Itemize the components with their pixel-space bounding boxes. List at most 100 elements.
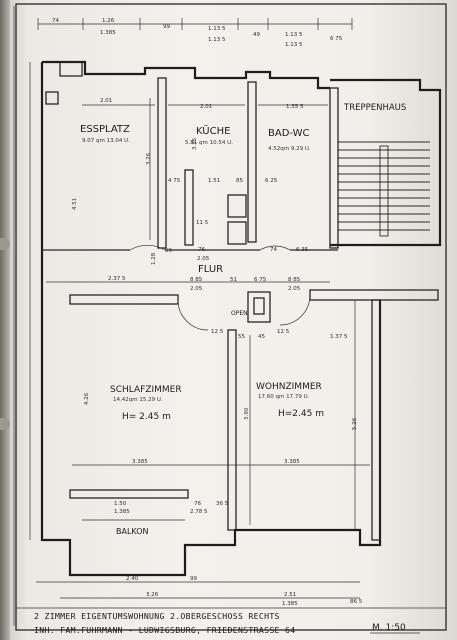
dim-v-335: 3.35 [192,137,198,150]
wall-bedroom-living [227,329,237,531]
dim-top-10: 6 75 [330,36,343,42]
caption-line-2: INH. FAM.FUHRMANN - LUDWIGSBURG, FRIEDEN… [34,625,295,635]
room-wohnzimmer-name: WOHNZIMMER [256,382,322,392]
dim-flur-205a: 2.05 [190,286,203,292]
room-kueche-name: KÜCHE [196,124,230,137]
dim-flur-885a: 8 85 [190,277,203,283]
wall-flur-south-west [69,294,179,305]
room-schlafzimmer-height: H= 2.45 m [122,412,171,422]
dim-bottom-240: 2.40 [126,576,139,582]
room-open-label: OPEN [231,310,248,317]
room-badwc-name: BAD-WC [268,128,309,139]
dim-balk-365: 36 5 [216,501,229,507]
chimney-center [247,291,271,323]
dim-wohn-width: 3.385 [284,459,300,465]
dim-bottom-251: 2.51 [284,592,296,598]
dim-schlaf-width: 3.385 [132,459,148,465]
balcony-railing [69,489,189,499]
sheet-shadow-edge [0,0,10,640]
dim-top-3: 1.385 [100,30,116,36]
dim-open-45: 45 [258,334,265,340]
wall-bath-west [247,81,257,243]
room-essplatz-name: ESSPLATZ [80,124,130,135]
dim-flur-885b: 8 85 [288,277,301,283]
kitchen-niche-lower [227,221,247,245]
stairwell-walls [330,78,442,247]
dim-v-390: 3.90 [244,407,250,420]
outer-wall-north [42,60,330,90]
dim-door-635: 6 35 [296,247,309,253]
dim-v-526: 5.26 [352,417,358,430]
wall-kitchen-west [157,77,167,249]
room-essplatz-area: 9.07 qm 13.04 U. [82,138,130,144]
dim-open-125a: 12 5 [211,329,224,335]
column-nw [45,91,59,105]
dim-top-9: 1.13 5 [285,42,303,48]
binder-ring [0,238,10,250]
wall-flur-south-east [309,289,439,301]
stair-treads [338,141,430,237]
dim-kueche-width: 2.01 [200,104,212,110]
dim-flur-205b: 2.05 [288,286,301,292]
outer-wall-south-west [40,62,382,577]
room-kueche-area: 5.81 qm 10.54 U. [185,140,233,146]
dim-bottom-865: 86 5 [350,599,363,605]
room-balkon-name: BALKON [116,527,149,536]
binder-ring [0,418,10,430]
dim-door-76: 76 [198,247,205,253]
dim-essplatz-width: 2.01 [100,98,112,104]
dim-top-7: 49 [253,32,260,38]
chimney-core [253,297,265,315]
dim-open-1375: 1.37 5 [330,334,348,340]
dim-v-326: 3.26 [146,152,152,165]
dim-bottom-1385: 1.385 [282,601,298,607]
stair-eye [379,145,389,237]
door-swing-essplatz [129,244,166,251]
kitchen-niche [227,194,247,218]
wall-kitchen-inner [184,169,194,246]
dim-top-8: 1.13 5 [285,32,303,38]
dim-top-1: 74 [52,18,59,24]
dim-v-426: 4.26 [84,392,90,405]
room-wohnzimmer-height: H=2.45 m [278,409,324,419]
dim-open-125b: 12 5 [277,329,290,335]
room-schlafzimmer-area: 14.42qm 15.29 U. [113,397,163,403]
dim-v-451: 4.51 [72,198,78,210]
wall-stair-west [329,87,339,249]
dim-flur-width: 2.37 5 [108,276,126,282]
dim-k-115: 11 5 [196,220,209,226]
dim-v-128: 1.28 [151,252,157,265]
dim-balk-2785: 2.78 5 [190,509,208,515]
dim-door-59: 59 [165,248,172,254]
dim-door-205: 2.05 [197,256,210,262]
room-treppenhaus-name: TREPPENHAUS [343,103,406,113]
room-badwc-area: 4.52qm 9.29 U. [268,146,311,152]
dim-top-4: 99 [163,24,170,30]
dim-bottom-99: 99 [190,576,197,582]
dim-top-6: 1.13 5 [208,37,226,43]
dim-bad-width: 1.35 5 [286,104,304,110]
wall-living-east [371,299,381,541]
scale-label: M. 1:50 [372,623,406,633]
dim-k-85: 85 [236,178,243,184]
room-flur-name: FLUR [198,264,223,275]
dim-top-2: 1.26 [102,18,115,24]
drawing-frame [15,3,447,631]
dim-flur-51: 51 [230,277,237,283]
door-swing-bad [259,245,291,251]
door-swing-wohn [279,294,311,326]
dim-balk-1385: 1.385 [114,509,130,515]
dim-door-74: 74 [270,247,277,253]
dim-balk-150: 1.50 [114,501,127,507]
room-schlafzimmer-name: SCHLAFZIMMER [110,385,182,395]
room-wohnzimmer-area: 17.60 qm 17.79 U. [258,394,310,400]
dim-open-55: 55 [238,334,245,340]
dim-k-475: 4 75 [168,178,181,184]
dim-k-151: 1.51 [208,178,220,184]
dim-k-625: 6 25 [265,178,278,184]
dim-bottom-326: 3.26 [146,592,159,598]
door-swing-schlaf [177,299,209,331]
caption-line-1: 2 ZIMMER EIGENTUMSWOHNUNG 2.OBERGESCHOSS… [34,611,280,621]
dim-flur-675: 6 75 [254,277,267,283]
